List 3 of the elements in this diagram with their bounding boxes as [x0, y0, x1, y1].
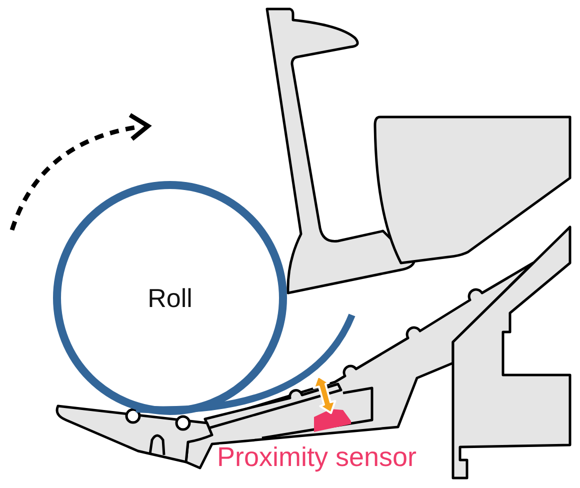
sensor-label: Proximity sensor: [217, 443, 417, 473]
roll-circle: [53, 181, 287, 415]
roll-label: Roll: [148, 284, 192, 312]
